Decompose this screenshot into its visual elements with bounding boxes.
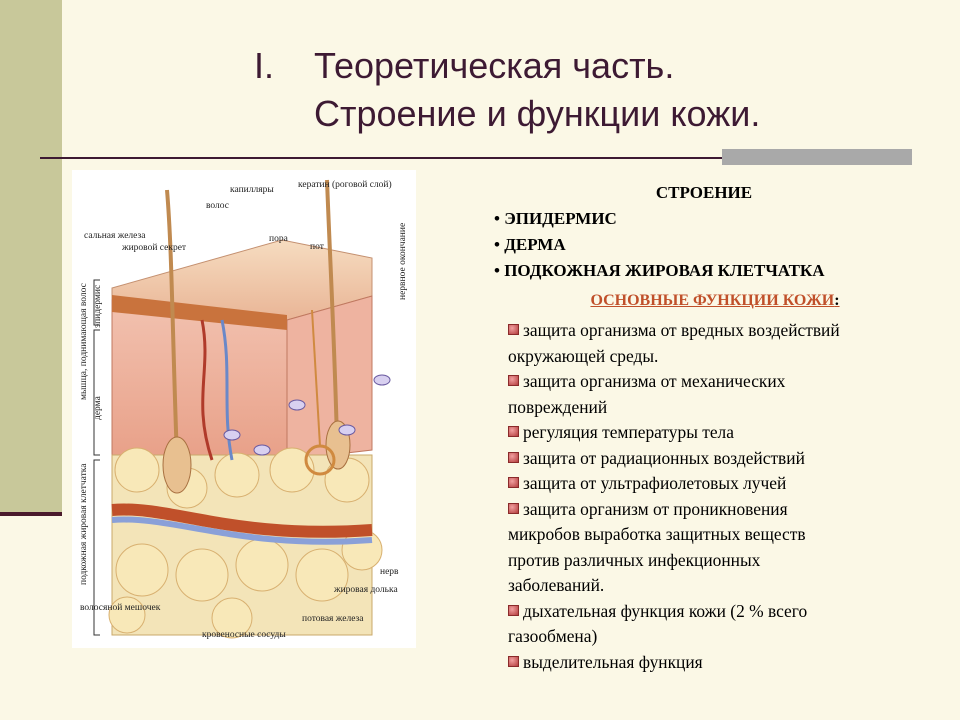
label-sweat: пот [310, 242, 325, 252]
function-text: защита от радиационных воздействий [523, 447, 805, 468]
label-fat-lobule: жировая долька [333, 585, 398, 595]
function-text-cont: газообмена) [508, 626, 598, 646]
skin-diagram: капилляры кератин (роговой слой) волос с… [72, 170, 416, 648]
capillary [200, 319, 214, 461]
function-text-cont: против различных инфекционных [508, 549, 761, 570]
label-capillaries: капилляры [230, 185, 274, 195]
title-line-1: Теоретическая часть. [314, 45, 675, 86]
bullet-icon [508, 604, 519, 616]
bracket-dermis [93, 329, 100, 456]
bullet-icon [508, 451, 519, 463]
label-dermis: дерма [93, 395, 103, 420]
bullet-icon [508, 426, 519, 437]
function-text: регуляция температуры тела [523, 422, 734, 442]
function-text: выделительная функция [523, 651, 703, 672]
label-hair-follicle: волосяной мешочек [80, 602, 161, 613]
label-muscle: мышца, поднимающая волос [79, 283, 89, 400]
title-number: I. [254, 45, 275, 86]
epidermis-band [112, 295, 287, 330]
structure-item: • ДЕРМА [494, 235, 566, 254]
function-item: защита от радиационных воздействий [500, 446, 930, 472]
function-text: защита от ультрафиолетовых лучей [523, 473, 787, 493]
label-keratin: кератин (роговой слой) [298, 179, 392, 190]
hair-follicle [162, 436, 192, 494]
structure-item: • ПОДКОЖНАЯ ЖИРОВАЯ КЛЕТЧАТКА [494, 261, 825, 280]
artery [111, 503, 373, 538]
function-item: защита организма от механических поврежде… [500, 369, 930, 420]
function-text: дыхательная функция кожи (2 % всего [523, 600, 808, 621]
function-text: защита организма от механических [523, 371, 786, 391]
label-sebaceous-gland: сальная железа [84, 231, 146, 241]
function-item: защита организма от вредных воздействий о… [500, 318, 930, 369]
label-epidermis: эпидермис [93, 285, 103, 328]
function-text-cont: заболеваний. [508, 575, 605, 595]
functions-heading: ОСНОВНЫЕ ФУНКЦИИ КОЖИ: [500, 292, 930, 310]
functions-heading-colon: : [834, 292, 840, 309]
function-text-cont: микробов выработка защитных веществ [508, 524, 806, 544]
structure-heading: СТРОЕНИЕ [655, 183, 753, 202]
function-item: защита организм от проникновения микробов… [500, 497, 930, 599]
function-text: защита организма от вредных воздействий [523, 320, 840, 340]
function-text-cont: повреждений [508, 396, 608, 417]
label-nerve-ending: нервное окончание [398, 223, 408, 300]
hair-shaft [165, 189, 179, 461]
label-sweat-gland: потовая железа [302, 614, 364, 624]
dermis-side [286, 295, 373, 461]
function-item: регуляция температуры тела [500, 420, 930, 446]
bullet-icon [508, 502, 519, 514]
functions-list: защита организма от вредных воздействий о… [500, 318, 930, 675]
vein [111, 516, 373, 545]
bracket-epidermis [93, 279, 100, 326]
bullet-icon [508, 477, 519, 488]
functions-heading-text: ОСНОВНЫЕ ФУНКЦИИ КОЖИ [590, 292, 835, 309]
function-text: защита организм от проникновения [523, 498, 788, 519]
left-decor-line [0, 512, 62, 516]
capillary-2 [220, 319, 234, 461]
title-divider-block [722, 149, 912, 165]
label-subcutaneous: подкожная жировая клетчатка [79, 463, 89, 585]
label-nerve: нерв [380, 567, 399, 577]
function-item: защита от ультрафиолетовых лучей [500, 471, 930, 497]
bullet-icon [508, 655, 519, 667]
function-item: выделительная функция [500, 650, 930, 676]
sweat-duct [311, 309, 321, 447]
bullet-icon [508, 324, 519, 335]
left-decor-bar [0, 0, 62, 512]
skin-diagram-svg: капилляры кератин (роговой слой) волос с… [79, 179, 408, 640]
structure-item: • ЭПИДЕРМИС [494, 209, 617, 228]
hair-shaft-2 [325, 179, 339, 441]
structure-block: СТРОЕНИЕ • ЭПИДЕРМИС • ДЕРМА • ПОДКОЖНАЯ… [494, 180, 934, 284]
bracket-subcutaneous [93, 459, 100, 636]
function-item: дыхательная функция кожи (2 % всего газоо… [500, 599, 930, 650]
label-hair: волос [206, 201, 229, 211]
label-pore: пора [269, 234, 289, 244]
label-blood-vessels: кровеносные сосуды [202, 630, 286, 640]
nerve-receptors [223, 374, 391, 456]
title-divider [40, 157, 912, 159]
bullet-icon [508, 375, 519, 386]
title-line-2: Строение и функции кожи. [314, 93, 761, 134]
label-sebum: жировой секрет [121, 242, 187, 253]
function-text-cont: окружающей среды. [508, 345, 659, 366]
